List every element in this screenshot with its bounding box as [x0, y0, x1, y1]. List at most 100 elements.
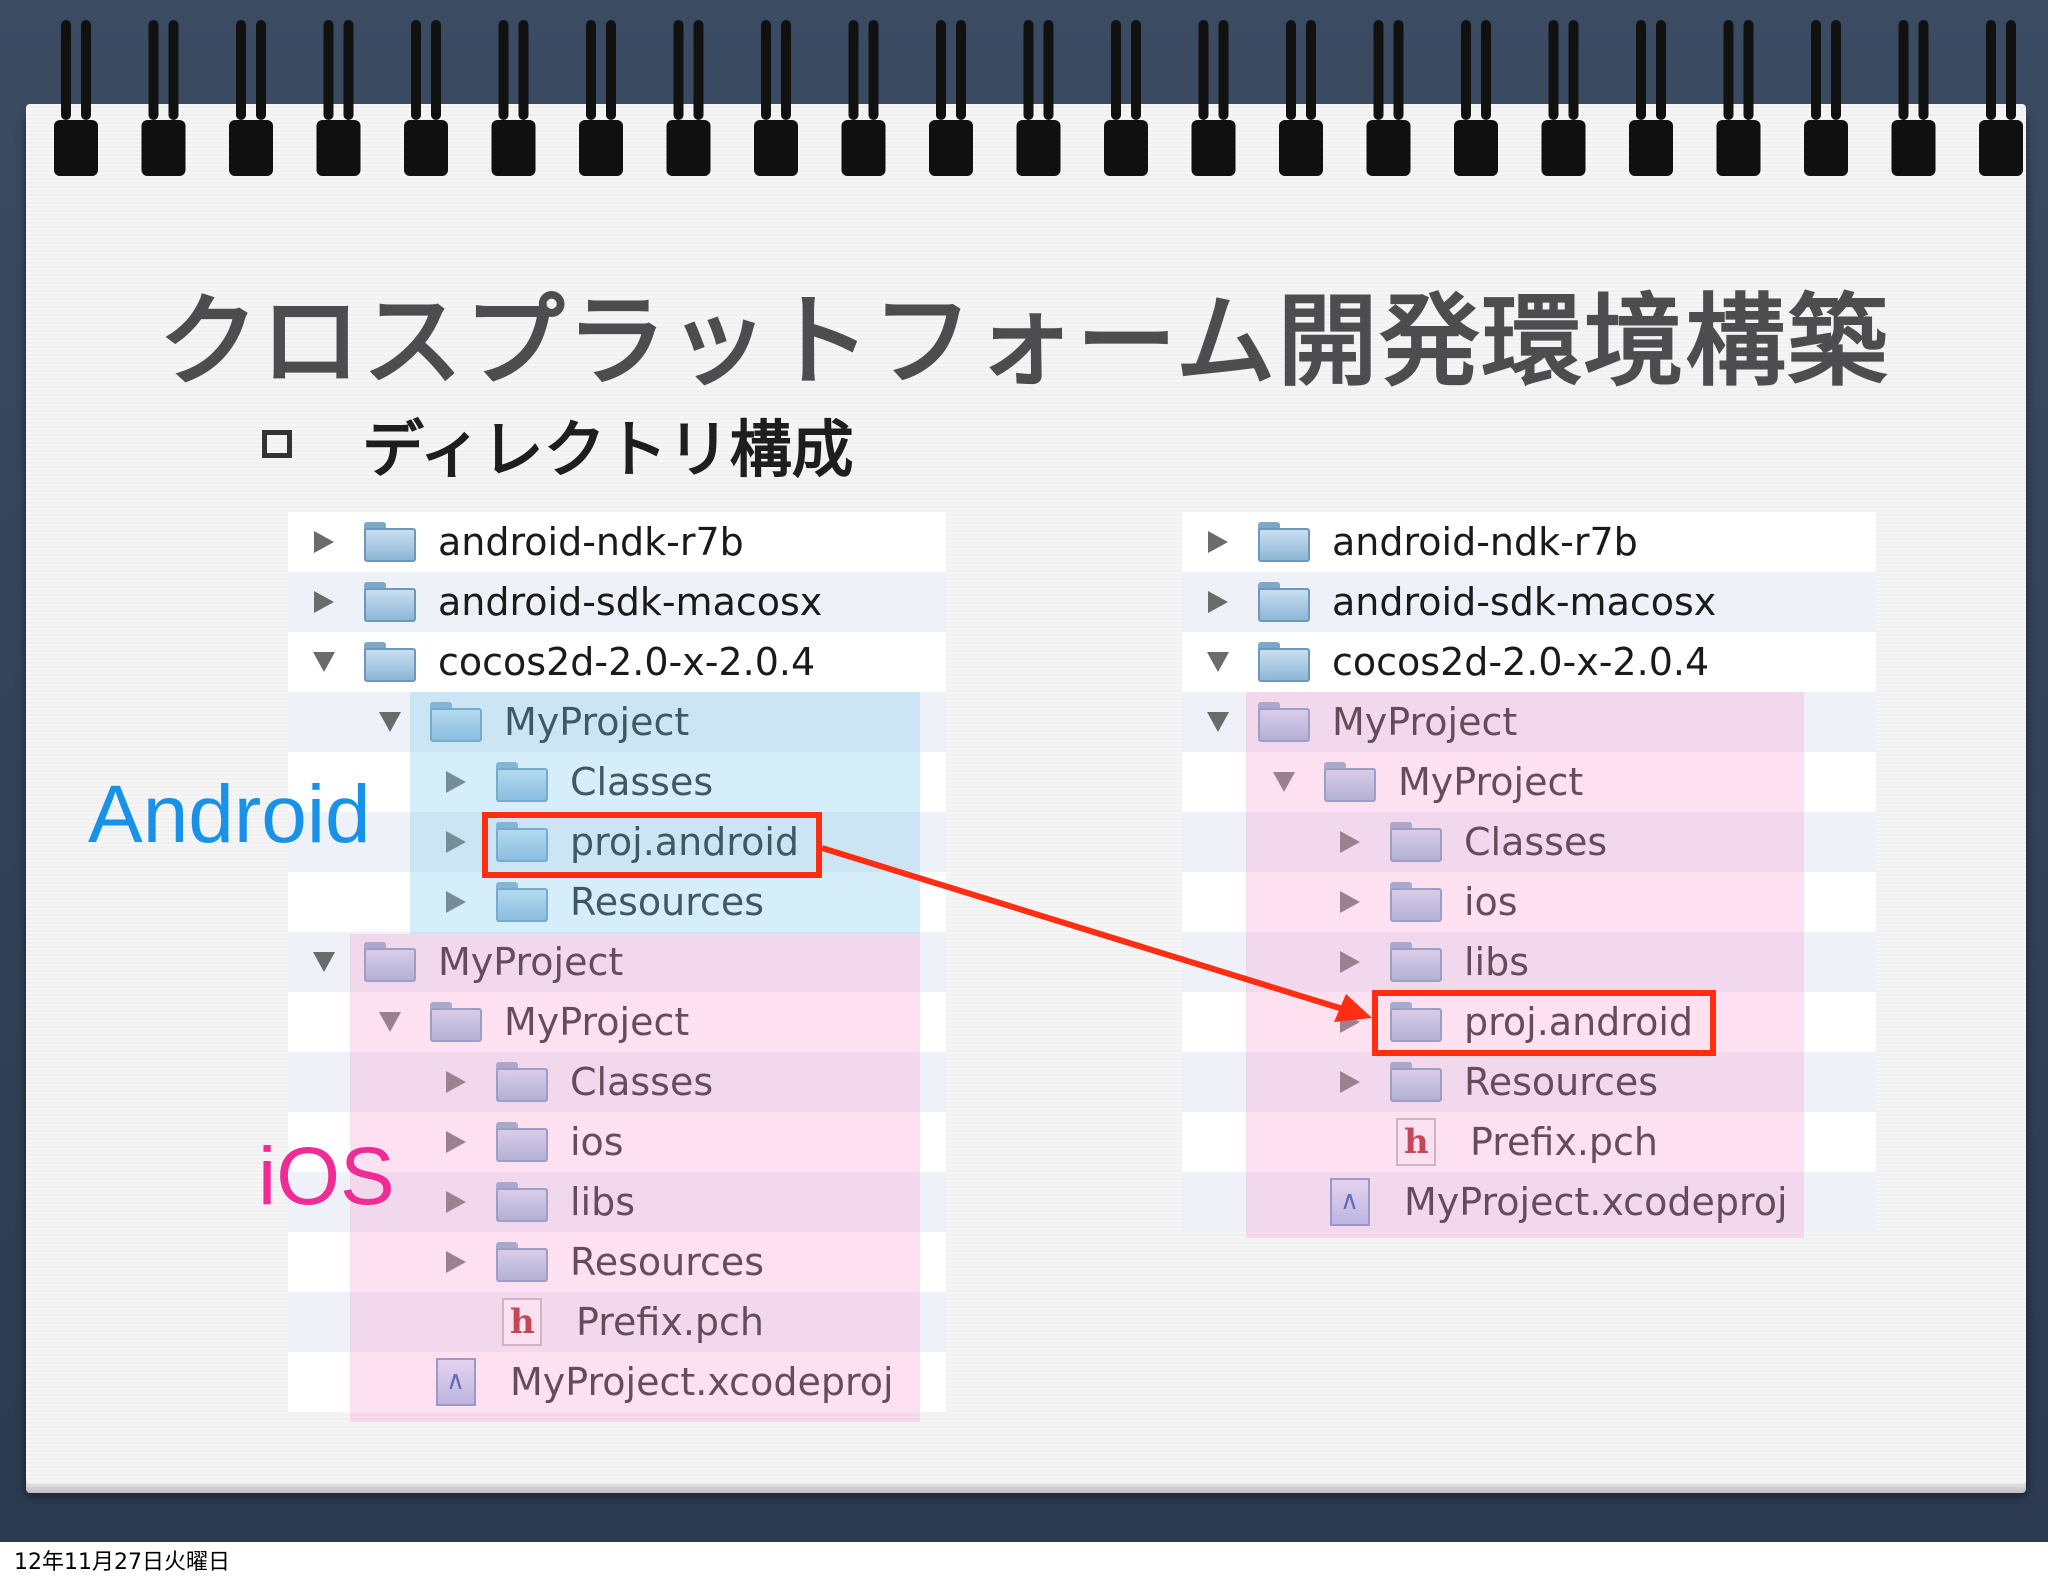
- binding-ring: [666, 20, 711, 176]
- binding-ring: [54, 20, 98, 176]
- tree-row[interactable]: MyProject: [288, 692, 946, 752]
- disclosure-triangle-expanded-icon[interactable]: [1206, 710, 1230, 734]
- tree-row[interactable]: cocos2d-2.0-x-2.0.4: [1182, 632, 1876, 692]
- tree-row-label: libs: [570, 1180, 636, 1224]
- binding-ring: [1016, 20, 1061, 176]
- disclosure-triangle-collapsed-icon[interactable]: [444, 770, 468, 794]
- tree-row[interactable]: Resources: [1182, 1052, 1876, 1112]
- folder-icon: [1258, 582, 1310, 622]
- disclosure-triangle-expanded-icon[interactable]: [1272, 770, 1296, 794]
- binding-ring: [1804, 20, 1848, 176]
- disclosure-triangle-collapsed-icon[interactable]: [444, 890, 468, 914]
- tree-row[interactable]: android-ndk-r7b: [1182, 512, 1876, 572]
- binding-ring: [1629, 20, 1673, 176]
- tree-row-label: android-ndk-r7b: [1332, 520, 1638, 564]
- binding-ring: [1279, 20, 1323, 176]
- xcodeproj-icon: [1330, 1178, 1370, 1226]
- tree-row-label: android-sdk-macosx: [438, 580, 823, 624]
- tree-row[interactable]: android-ndk-r7b: [288, 512, 946, 572]
- tree-row[interactable]: android-sdk-macosx: [1182, 572, 1876, 632]
- binding-ring: [316, 20, 361, 176]
- tree-row-label: Classes: [1464, 820, 1608, 864]
- tree-row[interactable]: libs: [288, 1172, 946, 1232]
- binding-ring: [404, 20, 448, 176]
- tree-row[interactable]: cocos2d-2.0-x-2.0.4: [288, 632, 946, 692]
- tree-row[interactable]: MyProject: [288, 992, 946, 1052]
- binding-ring: [1541, 20, 1586, 176]
- disclosure-triangle-collapsed-icon[interactable]: [1206, 590, 1230, 614]
- folder-icon: [496, 1242, 548, 1282]
- folder-icon: [1258, 702, 1310, 742]
- tree-row-label: libs: [1464, 940, 1530, 984]
- tree-row-label: MyProject: [504, 700, 690, 744]
- disclosure-triangle-collapsed-icon[interactable]: [444, 1070, 468, 1094]
- footer-bar: [0, 1542, 2048, 1576]
- folder-icon: [1390, 1062, 1442, 1102]
- folder-icon: [1390, 822, 1442, 862]
- tree-row-label: proj.android: [570, 820, 800, 864]
- tree-row-label: cocos2d-2.0-x-2.0.4: [1332, 640, 1710, 684]
- folder-icon: [1390, 882, 1442, 922]
- tree-row[interactable]: Classes: [288, 752, 946, 812]
- ios-label: iOS: [258, 1131, 395, 1222]
- disclosure-triangle-collapsed-icon[interactable]: [1338, 1070, 1362, 1094]
- disclosure-triangle-expanded-icon[interactable]: [312, 950, 336, 974]
- folder-icon: [496, 882, 548, 922]
- tree-row[interactable]: MyProject: [1182, 752, 1876, 812]
- tree-row-label: Resources: [570, 1240, 765, 1284]
- tree-row[interactable]: MyProject.xcodeproj: [1182, 1172, 1876, 1232]
- tree-row[interactable]: Prefix.pch: [1182, 1112, 1876, 1172]
- tree-row-label: Prefix.pch: [576, 1300, 765, 1344]
- tree-row-label: MyProject.xcodeproj: [1404, 1180, 1788, 1224]
- binding-ring: [229, 20, 273, 176]
- disclosure-triangle-expanded-icon[interactable]: [312, 650, 336, 674]
- disclosure-triangle-expanded-icon[interactable]: [1206, 650, 1230, 674]
- disclosure-triangle-expanded-icon[interactable]: [378, 710, 402, 734]
- slide-title: クロスプラットフォーム開発環境構築: [158, 283, 1890, 400]
- bullet-item: ディレクトリ構成: [262, 404, 854, 486]
- tree-row[interactable]: MyProject: [1182, 692, 1876, 752]
- tree-row[interactable]: Resources: [288, 1232, 946, 1292]
- bullet-text: ディレクトリ構成: [362, 413, 854, 486]
- right-directory-tree: android-ndk-r7b android-sdk-macosx cocos2d…: [1182, 512, 1876, 1240]
- tree-row-label: android-ndk-r7b: [438, 520, 744, 564]
- android-label: Android: [88, 769, 371, 860]
- tree-row-label: ios: [570, 1120, 624, 1164]
- binding-ring: [579, 20, 623, 176]
- folder-icon: [430, 1002, 482, 1042]
- tree-row[interactable]: android-sdk-macosx: [288, 572, 946, 632]
- folder-icon: [1324, 762, 1376, 802]
- tree-row-label: android-sdk-macosx: [1332, 580, 1717, 624]
- tree-row[interactable]: Prefix.pch: [288, 1292, 946, 1352]
- tree-row[interactable]: proj.android: [288, 812, 946, 872]
- disclosure-triangle-collapsed-icon[interactable]: [444, 1250, 468, 1274]
- header-file-icon: [1396, 1118, 1436, 1166]
- binding-ring: [929, 20, 973, 176]
- folder-icon: [364, 942, 416, 982]
- disclosure-triangle-expanded-icon[interactable]: [378, 1010, 402, 1034]
- disclosure-triangle-collapsed-icon[interactable]: [312, 590, 336, 614]
- tree-row[interactable]: Classes: [288, 1052, 946, 1112]
- tree-row[interactable]: ios: [288, 1112, 946, 1172]
- folder-icon: [364, 522, 416, 562]
- ios-highlight-region: [350, 934, 920, 1422]
- proj-android-target-highlight: [1372, 990, 1716, 1056]
- disclosure-triangle-collapsed-icon[interactable]: [312, 530, 336, 554]
- disclosure-triangle-collapsed-icon[interactable]: [1206, 530, 1230, 554]
- tree-row[interactable]: MyProject.xcodeproj: [288, 1352, 946, 1412]
- folder-icon: [1390, 942, 1442, 982]
- disclosure-triangle-collapsed-icon[interactable]: [444, 830, 468, 854]
- binding-ring: [141, 20, 186, 176]
- binding-ring: [754, 20, 798, 176]
- folder-icon: [496, 822, 548, 862]
- tree-row-label: Prefix.pch: [1470, 1120, 1659, 1164]
- spiral-binding: [54, 20, 2023, 176]
- tree-row-label: Resources: [570, 880, 765, 924]
- disclosure-triangle-collapsed-icon[interactable]: [444, 1190, 468, 1214]
- footer-date: 12年11月27日火曜日: [14, 1550, 230, 1575]
- binding-ring: [491, 20, 536, 176]
- folder-icon: [1258, 522, 1310, 562]
- folder-icon: [1390, 1002, 1442, 1042]
- disclosure-triangle-collapsed-icon[interactable]: [444, 1130, 468, 1154]
- tree-row-label: MyProject: [504, 1000, 690, 1044]
